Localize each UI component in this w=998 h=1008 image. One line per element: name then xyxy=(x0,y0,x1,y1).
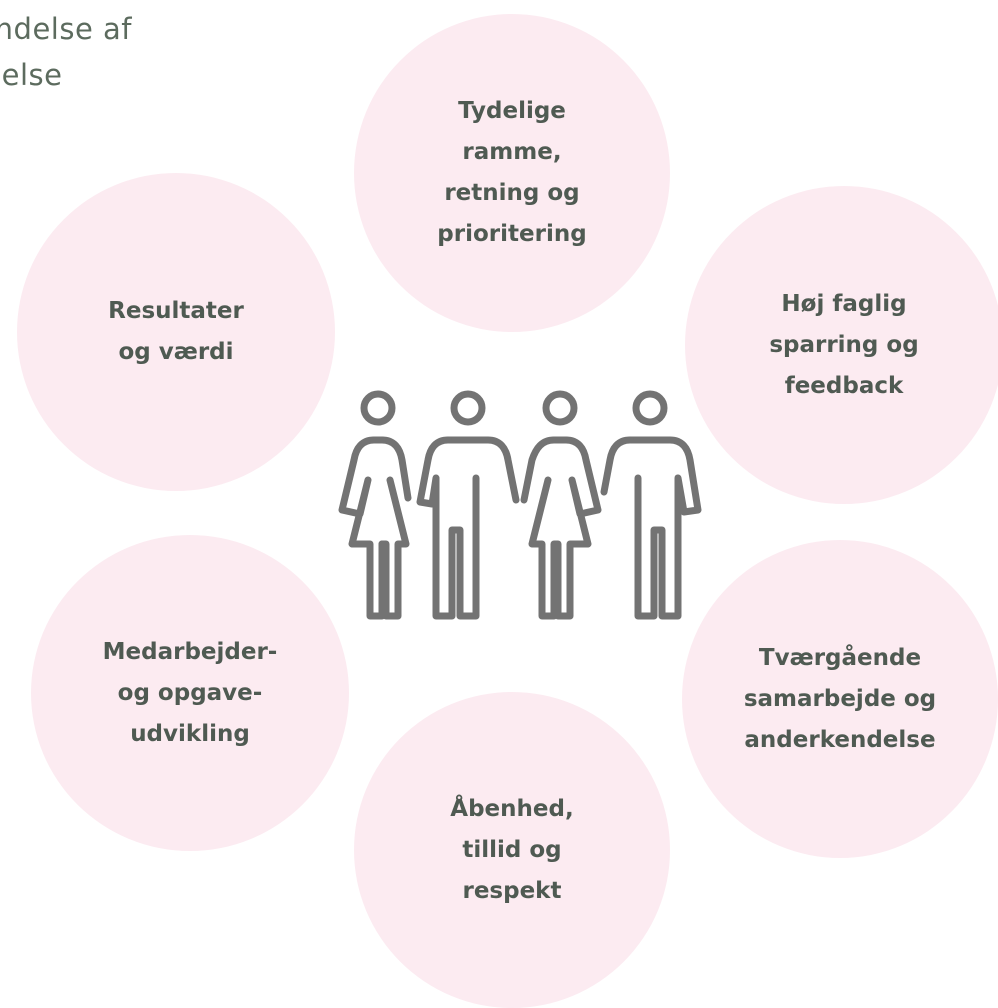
circle-label-line: anderkendelse xyxy=(744,726,936,753)
circle-label-line: tillid og xyxy=(462,836,562,863)
man-icon xyxy=(600,390,702,620)
circle-label-line: respekt xyxy=(462,877,562,904)
circle-abenhed: Åbenhed, tillid og respekt xyxy=(354,692,670,1008)
circle-label-line: Åbenhed, xyxy=(450,795,574,822)
circle-tvaergaende: Tværgående samarbejde og anderkendelse xyxy=(682,540,998,858)
circle-resultater: Resultater og værdi xyxy=(17,173,335,491)
woman-icon xyxy=(520,390,602,620)
circle-label-line: Tværgående xyxy=(758,644,922,671)
circle-tydelige-ramme: Tydelige ramme, retning og prioritering xyxy=(354,14,670,332)
circle-label-line: feedback xyxy=(784,372,904,399)
circle-label-line: prioritering xyxy=(437,221,587,247)
circle-medarbejder: Medarbejder- og opgave- udvikling xyxy=(31,535,349,851)
circle-label-line: og opgave- xyxy=(117,679,263,706)
circle-label: Høj faglig sparring og feedback xyxy=(769,284,918,407)
circle-label-line: Medarbejder- xyxy=(102,638,278,665)
woman-icon xyxy=(338,390,412,620)
circle-label-line: retning og xyxy=(444,180,580,206)
circle-label: Åbenhed, tillid og respekt xyxy=(450,789,573,912)
circle-label-line: og værdi xyxy=(118,339,234,365)
circle-label-line: sparring og xyxy=(769,331,919,358)
heading-line-1: Anerkendelse af xyxy=(0,12,132,46)
circle-label-line: Høj faglig xyxy=(781,290,907,317)
circle-label-line: ramme, xyxy=(462,139,562,165)
circle-label: Resultater og værdi xyxy=(108,291,244,373)
circle-label-line: Tydelige xyxy=(458,98,566,124)
circle-label: Medarbejder- og opgave- udvikling xyxy=(103,632,278,755)
circle-label: Tværgående samarbejde og anderkendelse xyxy=(744,638,936,761)
circle-label: Tydelige ramme, retning og prioritering xyxy=(437,91,586,255)
people-group-icon xyxy=(328,380,708,630)
heading: Anerkendelse af god ledelse xyxy=(0,6,200,116)
man-icon xyxy=(416,390,520,620)
heading-line-2: god ledelse xyxy=(0,58,63,92)
circle-label-line: udvikling xyxy=(130,720,250,747)
circle-label-line: Resultater xyxy=(108,298,244,324)
circle-hoj-faglig: Høj faglig sparring og feedback xyxy=(685,186,998,504)
circle-label-line: samarbejde og xyxy=(743,685,937,712)
